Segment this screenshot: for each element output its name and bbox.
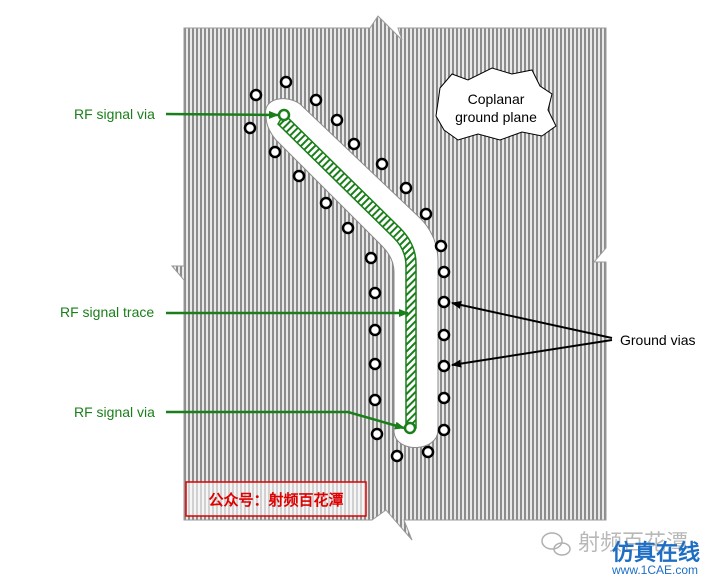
ground-via xyxy=(419,207,433,221)
wechat-icon xyxy=(541,532,571,556)
ground-via-group xyxy=(243,75,451,463)
watermark-stamp-box xyxy=(185,481,367,517)
ground-via xyxy=(399,181,413,195)
ground-via xyxy=(243,121,257,135)
ground-vias-arrow-2 xyxy=(451,339,613,368)
ground-via xyxy=(390,449,404,463)
ground-via xyxy=(309,93,323,107)
coplanar-label-line2: ground plane xyxy=(455,109,537,125)
ground-via xyxy=(375,157,389,171)
ground-via xyxy=(279,75,293,89)
ground-via xyxy=(268,145,282,159)
rf-via-top-arrow xyxy=(165,110,279,119)
ground-via xyxy=(368,393,382,407)
ground-plane xyxy=(170,15,607,541)
ground-via xyxy=(370,427,384,441)
ground-via xyxy=(330,113,344,127)
ground-via xyxy=(437,295,451,309)
ground-via xyxy=(437,423,451,437)
rf-via-top-label: RF signal via xyxy=(74,106,155,122)
coplanar-label-line1: Coplanar xyxy=(468,91,525,107)
ground-via xyxy=(364,251,378,265)
ground-via xyxy=(249,88,263,102)
rf-via-bottom-label: RF signal via xyxy=(74,404,155,420)
rf-signal-via-top xyxy=(277,108,291,122)
ground-via xyxy=(368,357,382,371)
watermark-site-name: 仿真在线 xyxy=(612,540,700,566)
ground-via xyxy=(341,221,355,235)
ground-via xyxy=(434,239,448,253)
watermark-brand-text: 射频百花潭 xyxy=(578,531,688,556)
rf-signal-via-bottom xyxy=(403,421,417,435)
watermark-stamp-text: 公众号：射频百花潭 xyxy=(208,491,343,509)
ground-via xyxy=(319,196,333,210)
rf-via-bottom-arrow xyxy=(166,410,405,430)
ground-via xyxy=(421,445,435,459)
ground-vias-label: Ground vias xyxy=(620,332,695,348)
ground-via xyxy=(368,323,382,337)
ground-via xyxy=(437,328,451,342)
ground-via xyxy=(368,286,382,300)
rf-trace-label: RF signal trace xyxy=(60,304,154,320)
ground-via xyxy=(437,359,451,373)
ground-via xyxy=(347,137,361,151)
ground-via xyxy=(292,169,306,183)
watermark-site-url: www.1CAE.com xyxy=(611,563,698,577)
ground-via xyxy=(437,265,451,279)
ground-vias-arrow-1 xyxy=(451,301,613,339)
ground-via xyxy=(437,391,451,405)
trace-clearance xyxy=(265,98,439,448)
coplanar-callout-blob xyxy=(435,67,557,141)
